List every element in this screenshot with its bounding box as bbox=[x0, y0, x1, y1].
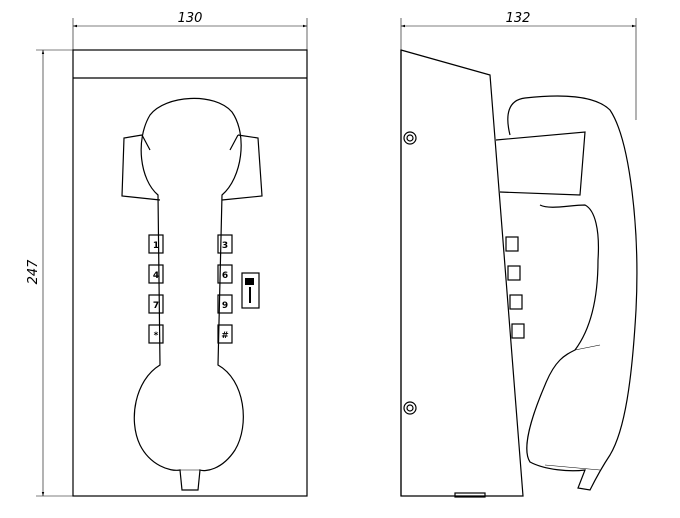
screw-icon bbox=[403, 131, 417, 145]
handset-front bbox=[133, 97, 244, 491]
key-9[interactable]: 9 bbox=[217, 294, 233, 314]
svg-text:1: 1 bbox=[153, 241, 159, 251]
bottom-tab bbox=[454, 492, 486, 498]
key-6[interactable]: 6 bbox=[217, 264, 233, 284]
left-cradle-hook bbox=[121, 134, 161, 201]
svg-text:9: 9 bbox=[222, 301, 228, 311]
handset-side bbox=[507, 95, 638, 491]
keypad: 1 3 4 6 7 9 * # bbox=[148, 234, 233, 344]
height-label: 247 bbox=[26, 259, 41, 285]
svg-text:6: 6 bbox=[222, 271, 228, 281]
height-dimension: 247 bbox=[26, 49, 73, 497]
key-4[interactable]: 4 bbox=[148, 264, 164, 284]
depth-dimension: 132 bbox=[400, 11, 637, 120]
side-keys bbox=[505, 236, 525, 339]
front-view: 130 247 1 3 4 6 7 9 * # bbox=[26, 11, 308, 497]
svg-text:*: * bbox=[154, 331, 159, 341]
side-body bbox=[400, 49, 524, 497]
side-view: 132 bbox=[400, 11, 638, 498]
key-7[interactable]: 7 bbox=[148, 294, 164, 314]
svg-text:3: 3 bbox=[222, 241, 228, 251]
width-dimension: 130 bbox=[72, 11, 308, 50]
key-star[interactable]: * bbox=[148, 324, 164, 344]
logo-badge bbox=[241, 272, 260, 309]
depth-label: 132 bbox=[506, 11, 531, 26]
front-panel bbox=[72, 49, 308, 497]
cradle-side bbox=[495, 131, 586, 196]
svg-text:#: # bbox=[221, 331, 229, 341]
width-label: 130 bbox=[178, 11, 203, 26]
svg-text:4: 4 bbox=[153, 271, 159, 281]
key-1[interactable]: 1 bbox=[148, 234, 164, 254]
right-cradle-hook bbox=[221, 134, 263, 201]
svg-text:7: 7 bbox=[153, 301, 159, 311]
key-3[interactable]: 3 bbox=[217, 234, 233, 254]
screw-icon bbox=[403, 401, 417, 415]
key-hash[interactable]: # bbox=[217, 324, 233, 344]
